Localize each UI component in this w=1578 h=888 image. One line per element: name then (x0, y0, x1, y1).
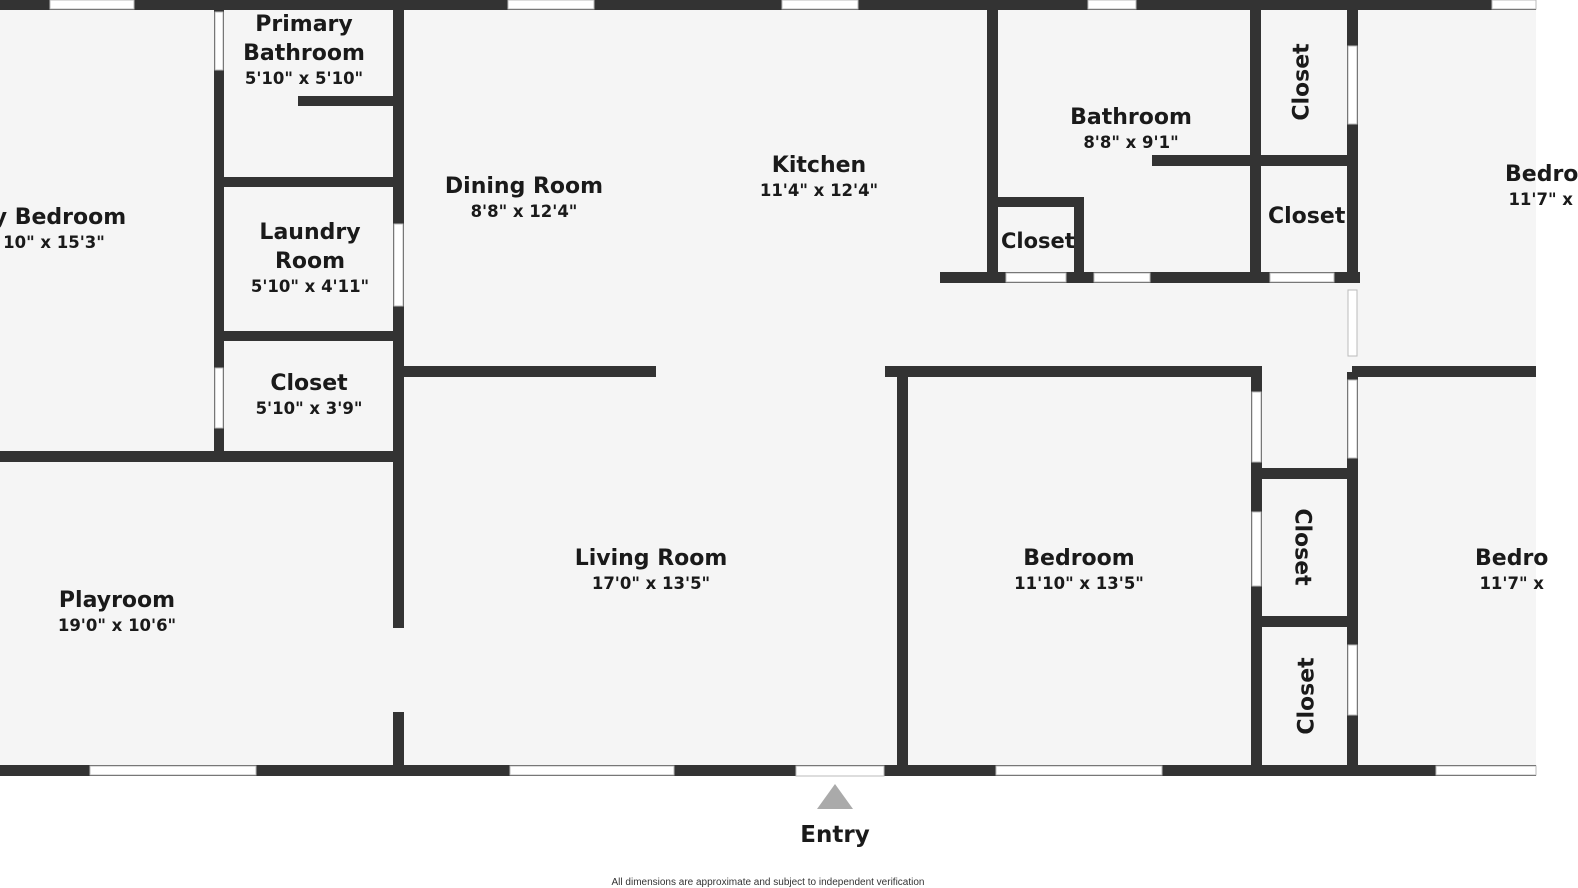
room-name: Bedro (1475, 546, 1549, 571)
room-dimensions: 17'0" x 13'5" (591, 574, 711, 593)
room-label-closet-bottom-vertical: Closet (1294, 657, 1320, 735)
room-dimensions: 11'7" x (1508, 190, 1573, 209)
room-label-closet-mid-vertical: Closet (1289, 508, 1315, 586)
room-label-bedroom-top-right: Bedro 11'7" x (1505, 160, 1578, 211)
room-name-line1: Laundry (259, 220, 361, 245)
entry-label: Entry (800, 822, 870, 848)
room-dimensions: 19'0" x 10'6" (57, 616, 177, 635)
room-name-line2: Room (274, 249, 346, 274)
room-label-playroom: Playroom 19'0" x 10'6" (58, 586, 176, 637)
room-name-line1: Primary (255, 12, 353, 37)
room-name: Playroom (58, 588, 176, 613)
walls (0, 0, 1536, 776)
room-name: ry Bedroom (0, 205, 127, 230)
room-label-primary-bathroom: Primary Bathroom 5'10" x 5'10" (243, 10, 365, 90)
room-dimensions: 11'10" x 13'5" (1014, 574, 1144, 593)
room-dimensions: 11'4" x 12'4" (759, 181, 879, 200)
room-label-closet-top-vertical: Closet (1289, 43, 1315, 121)
room-name: Kitchen (771, 153, 867, 178)
room-dimensions: 11'7" x (1479, 574, 1544, 593)
room-dimensions: 8'8" x 9'1" (1083, 133, 1179, 152)
room-name: Living Room (574, 546, 728, 571)
disclaimer-text: All dimensions are approximate and subje… (611, 877, 925, 888)
room-name: Closet (270, 371, 348, 396)
room-label-bathroom: Bathroom 8'8" x 9'1" (1070, 103, 1192, 154)
room-name-line2: Bathroom (243, 41, 365, 66)
room-label-dining-room: Dining Room 8'8" x 12'4" (445, 172, 603, 223)
room-dimensions: 5'10" x 4'11" (250, 277, 370, 296)
room-name: Bathroom (1070, 105, 1192, 130)
room-label-closet-left: Closet 5'10" x 3'9" (256, 369, 363, 420)
room-dimensions: 5'10" x 5'10" (244, 69, 364, 88)
room-dimensions: 8'8" x 12'4" (470, 202, 578, 221)
room-label-closet-small: Closet (1001, 229, 1075, 253)
room-label-laundry-room: Laundry Room 5'10" x 4'11" (251, 218, 369, 298)
room-name: Bedro (1505, 162, 1578, 187)
room-label-primary-bedroom: ry Bedroom 10" x 15'3" (0, 203, 126, 254)
room-name: Dining Room (444, 174, 604, 199)
entry-arrow-icon (817, 784, 853, 809)
room-label-closet-right-upper: Closet (1268, 204, 1346, 229)
room-dimensions: 10" x 15'3" (3, 233, 105, 252)
floor-plan (0, 0, 1537, 809)
room-name: Bedroom (1023, 546, 1135, 571)
room-label-living-room: Living Room 17'0" x 13'5" (575, 544, 728, 595)
room-label-kitchen: Kitchen 11'4" x 12'4" (760, 151, 878, 202)
openings (49, 0, 1537, 777)
room-label-bedroom-bottom-right: Bedro 11'7" x (1475, 544, 1548, 595)
room-dimensions: 5'10" x 3'9" (255, 399, 363, 418)
room-label-bedroom: Bedroom 11'10" x 13'5" (1014, 544, 1144, 595)
floor-area (0, 0, 1536, 772)
